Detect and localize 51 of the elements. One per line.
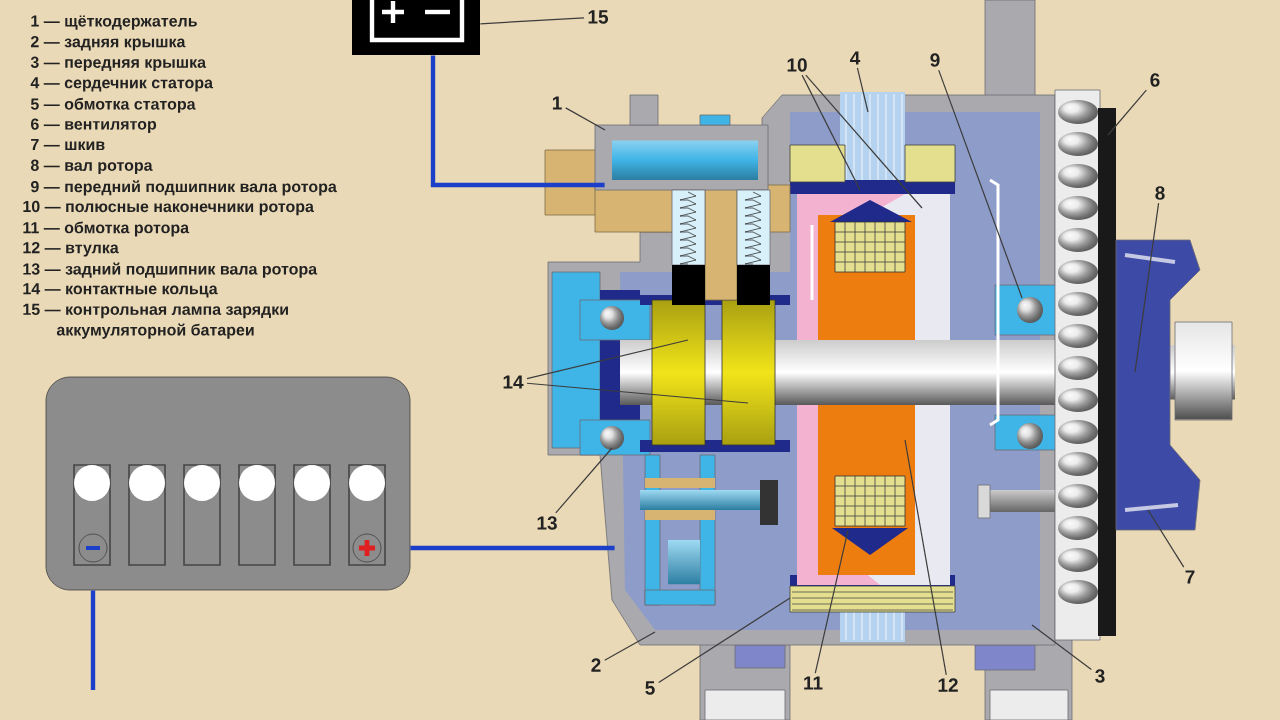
leader-line xyxy=(555,447,613,514)
legend-text: 12 — втулка xyxy=(23,242,119,257)
indicator-lamp xyxy=(352,0,480,55)
legend-text: 4 — сердечник статора xyxy=(30,77,214,92)
callout-number: 7 xyxy=(1185,570,1195,584)
leader-line xyxy=(526,382,749,404)
legend-text: 11 — обмотка ротора xyxy=(23,221,190,237)
callout-number: 11 xyxy=(804,676,823,690)
legend-text: 9 — передний подшипник вала ротора xyxy=(30,180,337,196)
battery-drawing xyxy=(45,376,411,591)
legend-text: 15 — контрольная лампа зарядки аккумуляторной батареи xyxy=(23,303,288,339)
leader-line xyxy=(1031,624,1092,671)
callout-number: 9 xyxy=(930,53,940,67)
leader-line xyxy=(1134,202,1160,373)
callout-number: 14 xyxy=(503,375,524,389)
leader-line xyxy=(1147,509,1185,568)
legend-text: 7 — шкив xyxy=(31,139,105,150)
callout-number: 8 xyxy=(1155,186,1165,200)
legend-text: 13 — задний подшипник вала ротора xyxy=(23,262,318,278)
legend-text: 10 — полюсные наконечники ротора xyxy=(23,200,315,216)
wire xyxy=(410,545,615,551)
leader-line xyxy=(479,17,585,25)
callout-number: 6 xyxy=(1150,73,1160,87)
legend-text: 2 — задняя крышка xyxy=(30,36,186,51)
leader-line xyxy=(801,74,861,191)
callout-number: 10 xyxy=(787,58,807,72)
callout-number: 3 xyxy=(1095,669,1105,683)
leader-line xyxy=(805,74,923,209)
legend-text: 5 — обмотка статора xyxy=(30,97,196,113)
leader-line xyxy=(856,67,869,113)
callout-number: 5 xyxy=(645,681,655,695)
callout-number: 2 xyxy=(591,658,601,672)
wire xyxy=(90,590,96,690)
callout-number: 4 xyxy=(850,51,861,65)
legend-text: 3 — передняя крышка xyxy=(30,56,207,72)
callout-number: 1 xyxy=(552,96,562,110)
leader-line xyxy=(814,529,849,674)
leader-line xyxy=(526,339,689,380)
leader-line xyxy=(938,69,1023,299)
legend-text: 8 — вал ротора xyxy=(30,159,153,175)
leader-line xyxy=(904,439,947,676)
leader-line xyxy=(604,631,656,661)
leader-line xyxy=(565,107,606,131)
legend-text: 14 — контактные кольца xyxy=(23,283,218,298)
leader-line xyxy=(1107,89,1147,136)
legend-text: 6 — вентилятор xyxy=(31,118,157,133)
callout-number: 12 xyxy=(938,678,958,692)
leader-line xyxy=(658,597,791,684)
legend-text: 1 — щёткодержатель xyxy=(31,15,197,30)
callout-number: 15 xyxy=(588,10,609,24)
callout-number: 13 xyxy=(537,516,557,530)
